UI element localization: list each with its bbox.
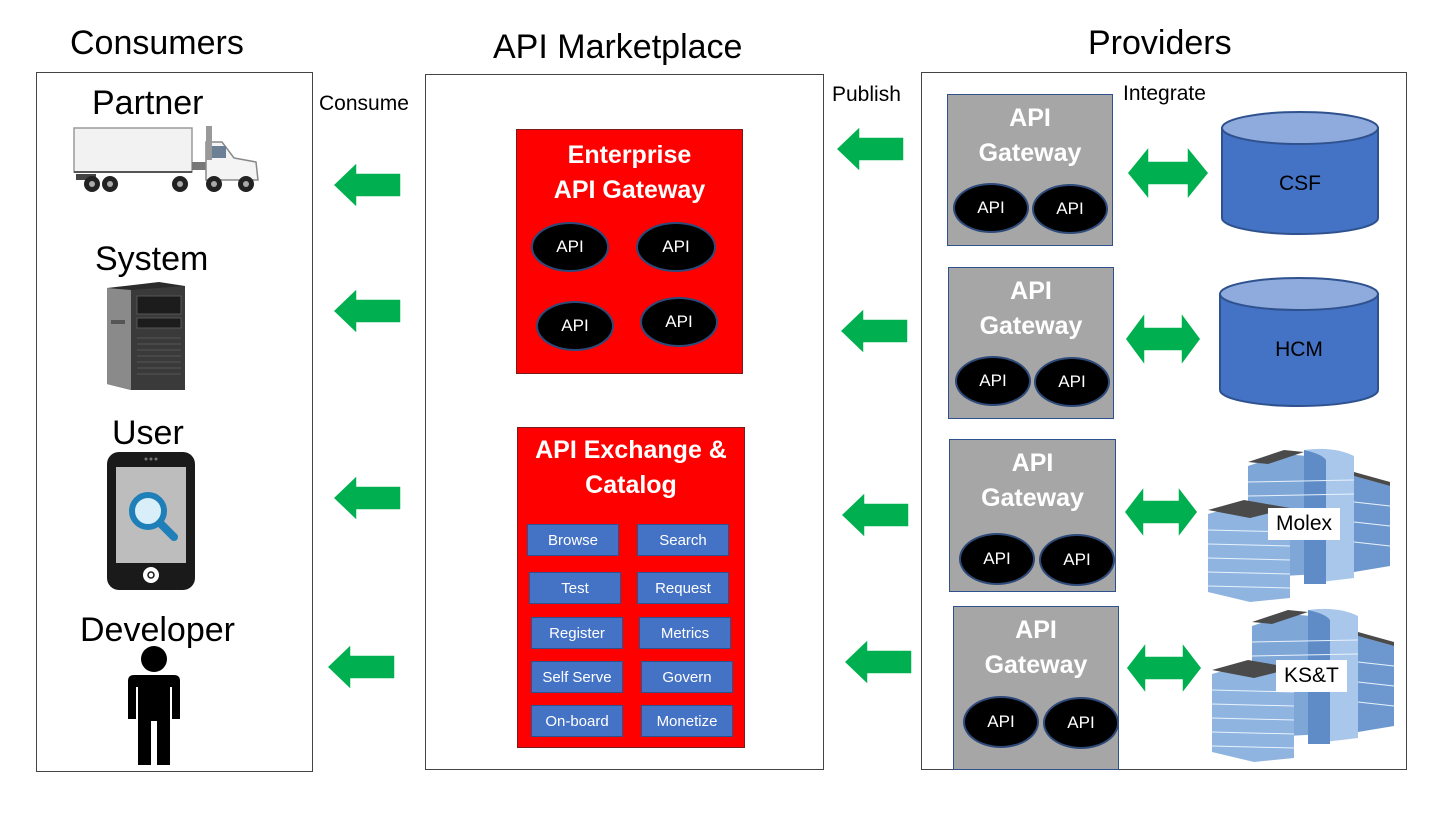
provider-api-gateway: API Gateway API API [949,439,1116,592]
provider-api-gateway: API Gateway API API [948,267,1114,419]
company-label: KS&T [1276,660,1347,692]
consume-arrow-icon [331,473,403,523]
api-node: API [636,222,716,272]
api-node: API [1039,534,1115,586]
gateway-title-line1: API [1009,104,1051,132]
consume-arrow-icon [331,286,403,336]
office-building-icon [1211,608,1395,762]
providers-title: Providers [1088,24,1232,62]
catalog-item-self-serve: Self Serve [531,661,623,693]
integrate-double-arrow-icon [1122,484,1200,540]
gateway-title-line1: API [1011,449,1054,477]
database-csf: CSF [1220,110,1380,236]
api-node: API [640,297,718,347]
consume-arrow-icon [325,642,397,692]
catalog-item-on-board: On-board [531,705,623,737]
api-node: API [1034,357,1110,407]
api-node: API [1032,184,1108,234]
server-tower-icon [103,280,189,397]
publish-arrow-icon [838,306,910,356]
database-hcm: HCM [1218,276,1380,408]
catalog-item-request: Request [637,572,729,604]
database-icon [1221,111,1379,235]
company-kst: KS&T [1208,604,1404,764]
api-node: API [959,533,1035,585]
provider-api-gateway: API Gateway API API [953,606,1119,770]
api-exchange-catalog: API Exchange & Catalog Browse Search Tes… [517,427,745,748]
exchange-title-line1: API Exchange & [535,436,727,464]
consume-arrow-icon [331,160,403,210]
consumers-title: Consumers [70,24,244,62]
consumer-partner-label: Partner [92,84,204,122]
gateway-title-line2: Gateway [978,139,1082,167]
database-icon [1219,277,1379,407]
api-node: API [953,183,1029,233]
gateway-title-line1: API [1010,277,1052,305]
integrate-double-arrow-icon [1123,310,1203,368]
database-label: HCM [1275,338,1323,361]
catalog-item-search: Search [637,524,729,556]
company-label: Molex [1268,508,1341,540]
enterprise-gateway-title-line1: Enterprise [567,141,692,169]
company-molex: Molex [1204,446,1400,602]
gateway-title-line1: API [1015,616,1057,644]
marketplace-title: API Marketplace [493,28,743,66]
api-node: API [531,222,609,272]
person-silhouette-icon [126,645,182,770]
enterprise-gateway-title-line2: API Gateway [553,176,706,204]
integrate-double-arrow-icon [1124,640,1204,696]
catalog-item-monetize: Monetize [641,705,733,737]
integrate-label: Integrate [1123,82,1206,105]
enterprise-api-gateway: Enterprise API Gateway API API API API [516,129,743,374]
consumer-developer-label: Developer [80,611,235,649]
integrate-double-arrow-icon [1125,144,1211,202]
api-node: API [963,696,1039,748]
publish-arrow-icon [839,490,911,540]
gateway-title-line2: Gateway [984,651,1088,679]
provider-api-gateway: API Gateway API API [947,94,1113,246]
catalog-item-register: Register [531,617,623,649]
consume-label: Consume [319,92,409,115]
database-label: CSF [1279,172,1321,195]
smartphone-search-icon [106,451,196,596]
api-node: API [955,356,1031,406]
catalog-item-metrics: Metrics [639,617,731,649]
gateway-title-line2: Gateway [979,312,1083,340]
gateway-title-line2: Gateway [981,484,1084,512]
catalog-item-browse: Browse [527,524,619,556]
catalog-item-govern: Govern [641,661,733,693]
truck-icon [72,122,262,203]
publish-label: Publish [832,83,901,106]
consumer-user-label: User [112,414,184,452]
api-node: API [536,301,614,351]
publish-arrow-icon [842,637,914,687]
exchange-title-line2: Catalog [585,471,677,499]
consumer-system-label: System [95,240,209,278]
catalog-item-test: Test [529,572,621,604]
publish-arrow-icon [834,124,906,174]
api-node: API [1043,697,1119,749]
